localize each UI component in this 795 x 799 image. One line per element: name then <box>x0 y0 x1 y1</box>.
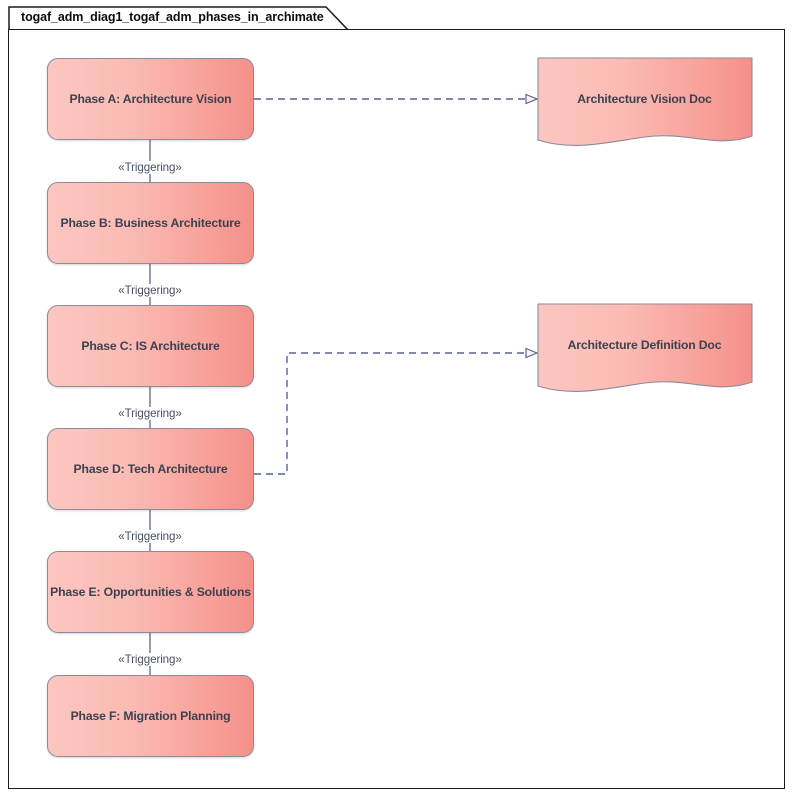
link-label-d-e: «Triggering» <box>115 530 185 543</box>
node-phase-d[interactable]: Phase D: Tech Architecture <box>47 428 254 510</box>
node-phase-b[interactable]: Phase B: Business Architecture <box>47 182 254 264</box>
node-phase-c[interactable]: Phase C: IS Architecture <box>47 305 254 387</box>
node-architecture-definition-doc-label: Architecture Definition Doc <box>567 338 722 352</box>
node-phase-c-label: Phase C: IS Architecture <box>81 339 220 353</box>
node-architecture-vision-doc[interactable]: Architecture Vision Doc <box>537 57 753 149</box>
node-phase-f-label: Phase F: Migration Planning <box>70 709 231 723</box>
link-label-e-f: «Triggering» <box>115 653 185 666</box>
node-phase-f[interactable]: Phase F: Migration Planning <box>47 675 254 757</box>
link-label-b-c: «Triggering» <box>115 284 185 297</box>
link-label-c-d: «Triggering» <box>115 407 185 420</box>
node-phase-a-label: Phase A: Architecture Vision <box>69 92 232 106</box>
diagram-frame-tab: togaf_adm_diag1_togaf_adm_phases_in_arch… <box>8 6 348 31</box>
node-phase-d-label: Phase D: Tech Architecture <box>73 462 228 476</box>
node-phase-a[interactable]: Phase A: Architecture Vision <box>47 58 254 140</box>
node-phase-e-label: Phase E: Opportunities & Solutions <box>50 585 251 599</box>
node-phase-b-label: Phase B: Business Architecture <box>60 216 241 230</box>
node-architecture-vision-doc-label: Architecture Vision Doc <box>577 92 712 106</box>
diagram-title: togaf_adm_diag1_togaf_adm_phases_in_arch… <box>21 10 324 24</box>
node-architecture-definition-doc[interactable]: Architecture Definition Doc <box>537 303 753 395</box>
link-label-a-b: «Triggering» <box>115 161 185 174</box>
node-phase-e[interactable]: Phase E: Opportunities & Solutions <box>47 551 254 633</box>
